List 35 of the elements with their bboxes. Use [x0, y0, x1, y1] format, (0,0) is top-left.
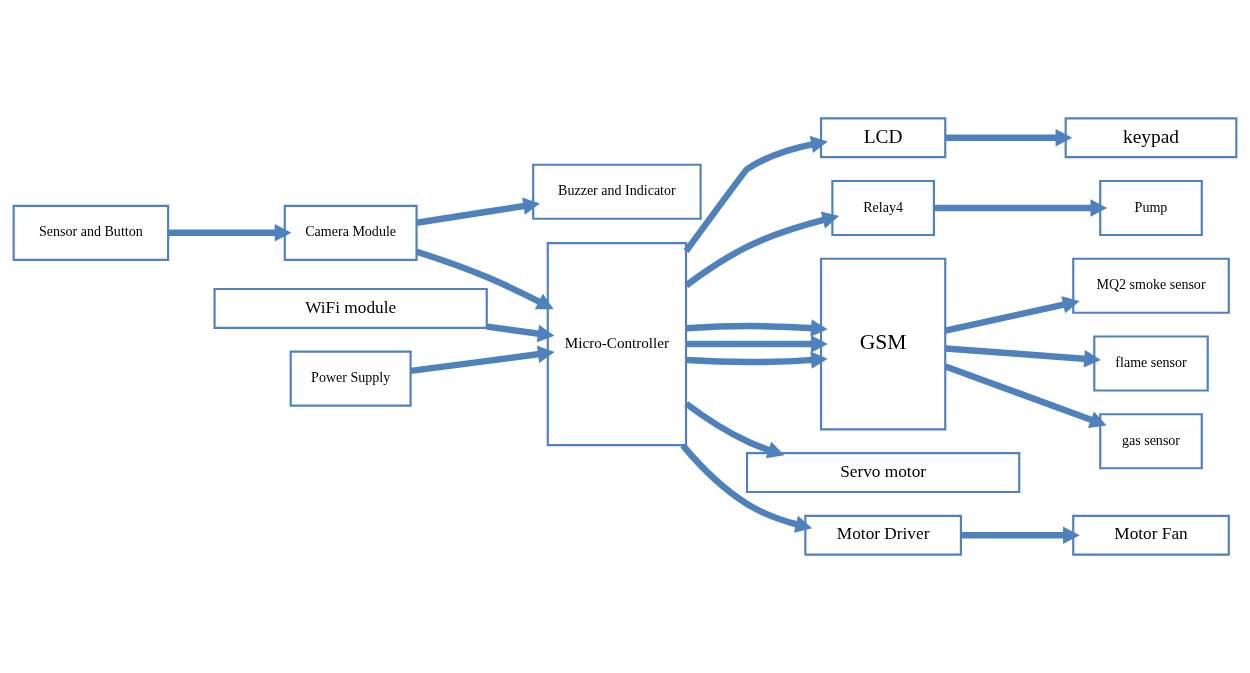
node-box: Motor Fan: [1072, 514, 1230, 556]
arrow: [686, 335, 828, 353]
arrow: [686, 319, 828, 337]
node-box: Power Supply: [289, 350, 412, 407]
arrow: [410, 345, 555, 375]
node-box: Micro-Controller: [546, 242, 688, 447]
arrow: [415, 248, 554, 310]
node-box: Pump: [1099, 179, 1203, 237]
node-box: MQ2 smoke sensor: [1072, 257, 1230, 314]
node-box: keypad: [1064, 117, 1238, 159]
arrow: [416, 197, 540, 226]
arrow: [944, 363, 1107, 428]
arrow: [168, 224, 292, 242]
arrow: [945, 129, 1073, 147]
node-box: LCD: [819, 117, 947, 159]
arrow: [961, 526, 1080, 544]
arrow: [680, 443, 813, 533]
node-box: Camera Module: [283, 204, 418, 261]
arrow: [686, 351, 828, 369]
arrow: [934, 199, 1108, 217]
node-box: Buzzer and Indicator: [532, 163, 702, 220]
node-box: gas sensor: [1099, 413, 1203, 470]
arrow: [486, 323, 555, 343]
arrow: [944, 296, 1080, 334]
node-box: flame sensor: [1093, 335, 1209, 392]
arrow: [684, 401, 785, 459]
arrow: [945, 345, 1101, 368]
node-box: WiFi module: [213, 287, 488, 329]
node-box: Relay4: [831, 179, 935, 237]
arrow: [684, 211, 840, 288]
node-box: GSM: [819, 257, 947, 431]
arrow: [683, 135, 828, 253]
node-box: Motor Driver: [804, 514, 962, 556]
node-box: Sensor and Button: [12, 204, 170, 261]
node-box: Servo motor: [745, 452, 1021, 494]
